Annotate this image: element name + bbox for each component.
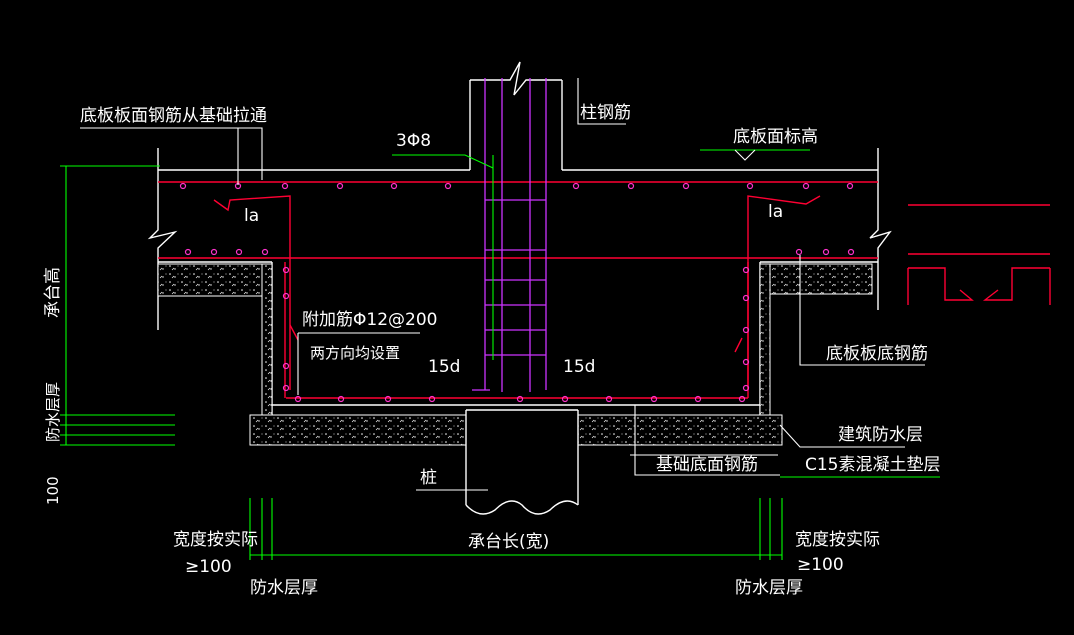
label-waterproof-thickness-left: 防水层厚 bbox=[250, 578, 318, 598]
label-both-directions: 两方向均设置 bbox=[310, 344, 400, 362]
label-la-right: la bbox=[768, 202, 783, 222]
label-pile: 桩 bbox=[420, 468, 437, 488]
label-slab-bottom-rebar: 底板板底钢筋 bbox=[826, 344, 928, 364]
label-15d-right: 15d bbox=[563, 357, 595, 377]
pile bbox=[465, 409, 579, 515]
label-column-rebar: 柱钢筋 bbox=[580, 103, 631, 123]
label-stirrup-3phi8: 3Φ8 bbox=[396, 131, 431, 151]
leader-lines bbox=[80, 78, 925, 491]
label-width-actual-left: 宽度按实际 bbox=[173, 530, 258, 550]
column-rebar bbox=[472, 78, 547, 392]
label-waterproof-layer: 建筑防水层 bbox=[838, 425, 923, 445]
label-la-left: la bbox=[244, 206, 259, 226]
label-min-100-left: ≥100 bbox=[185, 557, 232, 577]
label-min-100-right: ≥100 bbox=[797, 555, 844, 575]
rebar-dots bbox=[179, 182, 855, 403]
label-slab-top-rebar: 底板板面钢筋从基础拉通 bbox=[80, 106, 267, 126]
label-additional-rebar: 附加筋Φ12@200 bbox=[302, 310, 437, 330]
waterproof-cushion-layers bbox=[157, 263, 873, 446]
label-15d-left: 15d bbox=[428, 357, 460, 377]
label-cap-height: 承台高 bbox=[43, 267, 63, 318]
label-dim-100: 100 bbox=[44, 476, 62, 505]
label-cap-length-width: 承台长(宽) bbox=[468, 532, 549, 552]
rebar-red bbox=[158, 181, 1051, 399]
label-slab-top-elevation: 底板面标高 bbox=[733, 127, 818, 147]
label-waterproof-thickness-right: 防水层厚 bbox=[735, 578, 803, 598]
label-waterproof-thickness-vertical: 防水层厚 bbox=[44, 382, 62, 442]
label-c15-cushion: C15素混凝土垫层 bbox=[805, 455, 941, 475]
label-width-actual-right: 宽度按实际 bbox=[795, 530, 880, 550]
label-foundation-bottom-rebar: 基础底面钢筋 bbox=[656, 455, 758, 475]
